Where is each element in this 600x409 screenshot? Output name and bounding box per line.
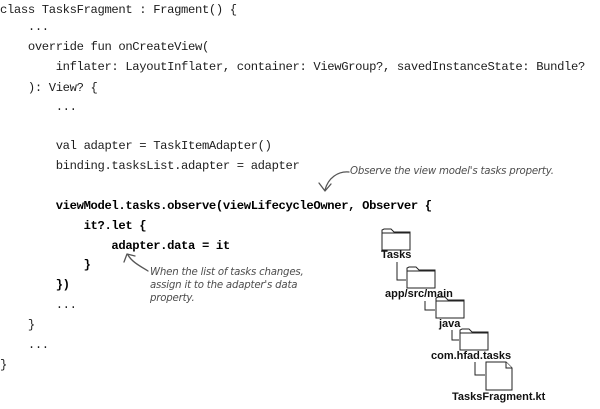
arrow-icon (318, 171, 350, 192)
code-line-highlighted: } (0, 258, 91, 272)
code-line: ... (0, 338, 49, 352)
folder-icon (459, 328, 489, 351)
code-line: val adapter = TaskItemAdapter() (0, 139, 272, 153)
code-line-highlighted: viewModel.tasks.observe(viewLifecycleOwn… (0, 199, 432, 213)
tree-item-app-src-main: app/src/main (385, 288, 453, 300)
code-line: inflater: LayoutInflater, container: Vie… (0, 60, 586, 74)
code-line: } (0, 318, 35, 332)
code-line: binding.tasksList.adapter = adapter (0, 159, 300, 173)
code-line: ... (0, 20, 49, 34)
code-line: ... (0, 100, 77, 114)
code-line: ... (0, 298, 77, 312)
tree-connectors (396, 262, 485, 376)
folder-icon (381, 228, 411, 251)
code-line: } (0, 358, 7, 372)
assign-annotation: When the list of tasks changes, assign i… (150, 267, 304, 304)
folder-icon (406, 266, 436, 289)
observe-annotation: Observe the view model's tasks property. (350, 166, 554, 177)
file-icon (485, 361, 513, 391)
arrow-icon (123, 253, 149, 272)
code-line-highlighted: adapter.data = it (0, 239, 230, 253)
tree-item-tasks-fragment: TasksFragment.kt (452, 391, 546, 403)
code-line: ): View? { (0, 81, 98, 95)
tree-item-java: java (439, 318, 461, 330)
folder-icon (435, 296, 465, 319)
tree-item-com-hfad-tasks: com.hfad.tasks (431, 350, 512, 362)
code-line-highlighted: it?.let { (0, 219, 147, 233)
tree-item-tasks: Tasks (381, 249, 412, 261)
code-line: class TasksFragment : Fragment() { (0, 3, 237, 17)
code-line: override fun onCreateView( (0, 40, 209, 54)
code-line-highlighted: }) (0, 278, 70, 292)
